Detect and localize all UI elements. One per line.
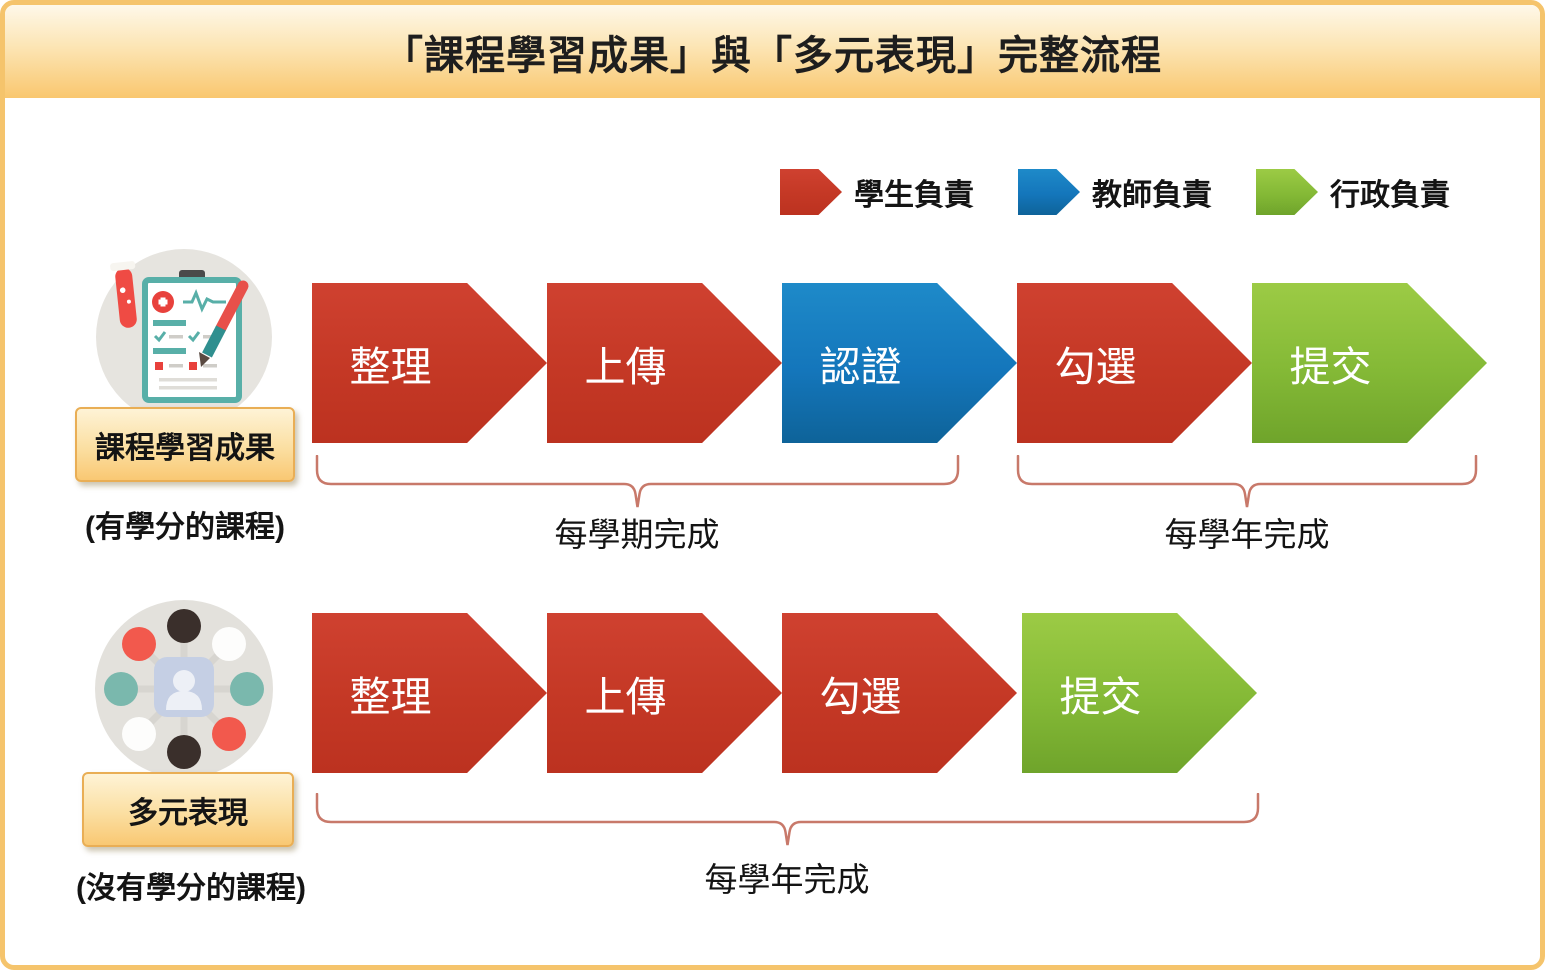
flow-step-label: 上傳 <box>584 674 667 720</box>
people-network-icon <box>95 600 273 778</box>
flow-step-label: 勾選 <box>819 674 902 720</box>
legend: 學生負責 教師負責 行政負責 <box>780 169 1450 215</box>
flow-step-label: 提交 <box>1289 344 1372 390</box>
title-bar: 「課程學習成果」與「多元表現」完整流程 <box>5 5 1540 98</box>
flow-step-arrow: 上傳 <box>547 283 782 443</box>
clipboard-report-icon <box>96 249 272 425</box>
flow-step-arrow: 認證 <box>782 283 1017 443</box>
flow-step-arrow: 勾選 <box>1017 283 1252 443</box>
brace-schoolyear-icon <box>1016 455 1478 508</box>
flow-step-label: 整理 <box>349 344 432 390</box>
flow-step-label: 提交 <box>1059 674 1142 720</box>
category-sublabel: (沒有學分的課程) <box>76 872 306 905</box>
flow-step-arrow: 勾選 <box>782 613 1017 773</box>
brace-label: 每學年完成 <box>704 861 870 898</box>
flow-step-label: 上傳 <box>584 344 667 390</box>
legend-item-student: 學生負責 <box>780 169 974 215</box>
flow-step-arrow: 提交 <box>1252 283 1487 443</box>
flow-step-arrow: 整理 <box>312 283 547 443</box>
brace-label: 每學年完成 <box>1164 516 1330 553</box>
admin-arrow-icon <box>1256 169 1318 215</box>
legend-item-teacher: 教師負責 <box>1018 169 1212 215</box>
flow-step-label: 認證 <box>819 344 902 390</box>
flow-step-arrow: 提交 <box>1022 613 1257 773</box>
legend-label: 學生負責 <box>854 179 974 212</box>
brace-schoolyear-icon <box>315 793 1260 846</box>
category-sublabel: (有學分的課程) <box>85 511 285 544</box>
category-label-text: 多元表現 <box>128 796 248 830</box>
category-label-course-outcomes: 課程學習成果 <box>75 407 295 482</box>
legend-label: 教師負責 <box>1092 179 1212 212</box>
legend-label: 行政負責 <box>1330 179 1450 212</box>
legend-item-admin: 行政負責 <box>1256 169 1450 215</box>
flow-step-label: 整理 <box>349 674 432 720</box>
flow-step-arrow: 上傳 <box>547 613 782 773</box>
brace-label: 每學期完成 <box>554 516 720 553</box>
flow-step-arrow: 整理 <box>312 613 547 773</box>
page-title: 「課程學習成果」與「多元表現」完整流程 <box>383 33 1162 78</box>
category-label-diverse-performance: 多元表現 <box>82 772 294 847</box>
student-arrow-icon <box>780 169 842 215</box>
flow-step-label: 勾選 <box>1054 344 1137 390</box>
category-label-text: 課程學習成果 <box>95 431 275 465</box>
teacher-arrow-icon <box>1018 169 1080 215</box>
brace-semester-icon <box>315 455 960 508</box>
